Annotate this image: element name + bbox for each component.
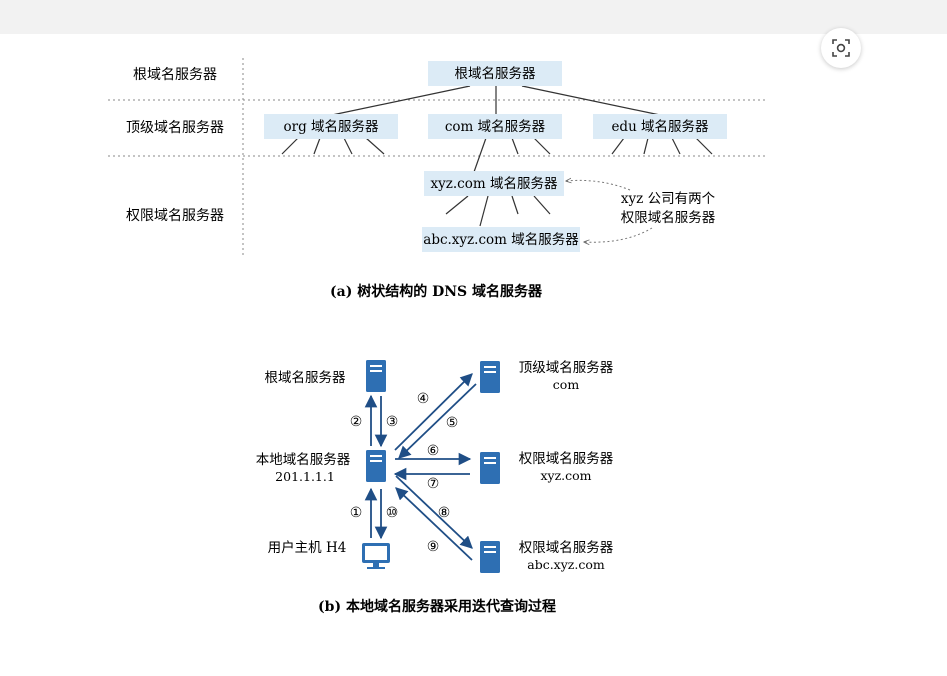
user-host-icon <box>362 543 390 569</box>
step-2: ② <box>350 414 363 430</box>
local-server-ip: 201.1.1.1 <box>275 469 335 484</box>
tree-connectors <box>281 85 713 227</box>
node-xyz <box>424 171 564 196</box>
auth-server-xyz-icon <box>480 452 500 484</box>
step-6: ⑥ <box>427 443 440 459</box>
tld-server-sub: com <box>553 377 580 392</box>
auth-server-abc-sub: abc.xyz.com <box>527 557 605 572</box>
row-label-auth: 权限域名服务器 <box>126 208 224 224</box>
lens-icon <box>832 39 850 57</box>
arrow-5 <box>398 383 477 459</box>
note-line2: 权限域名服务器 <box>621 209 716 226</box>
node-org-label: org 域名服务器 <box>283 119 379 135</box>
root-server-icon <box>366 360 386 392</box>
node-root <box>428 61 562 86</box>
step-5: ⑤ <box>446 415 459 431</box>
lens-search-button[interactable] <box>821 28 861 68</box>
local-server-icon <box>366 450 386 482</box>
tree-diagram: 根域名服务器 顶级域名服务器 权限域名服务器 根域名服务器 <box>108 58 765 300</box>
local-server-label: 本地域名服务器 <box>256 452 351 468</box>
auth-server-xyz-sub: xyz.com <box>540 468 591 483</box>
node-edu <box>593 114 727 139</box>
step-8: ⑧ <box>438 505 451 521</box>
arrow-8 <box>395 475 473 549</box>
tld-server-label: 顶级域名服务器 <box>519 360 614 376</box>
query-arrows <box>364 373 477 561</box>
auth-server-abc-icon <box>480 541 500 573</box>
step-7: ⑦ <box>427 476 440 492</box>
row-label-root: 根域名服务器 <box>133 67 217 83</box>
node-root-label: 根域名服务器 <box>455 66 536 82</box>
step-1: ① <box>350 505 363 521</box>
node-xyz-label: xyz.com 域名服务器 <box>431 176 558 192</box>
note-arrow-xyz <box>566 180 631 191</box>
iterative-diagram: 根域名服务器 本地域名服务器 201.1.1.1 用户主机 H4 顶级域名服务器… <box>256 360 614 615</box>
top-bar <box>0 0 947 34</box>
step-10: ⑩ <box>386 505 399 521</box>
caption-b: (b) 本地域名服务器采用迭代查询过程 <box>318 598 556 615</box>
auth-server-xyz-label: 权限域名服务器 <box>519 450 614 467</box>
step-9: ⑨ <box>427 539 440 555</box>
node-com-label: com 域名服务器 <box>445 119 546 135</box>
node-abc <box>422 227 580 252</box>
root-server-label: 根域名服务器 <box>265 370 346 386</box>
auth-server-abc-label: 权限域名服务器 <box>519 539 614 556</box>
node-abc-label: abc.xyz.com 域名服务器 <box>423 232 579 248</box>
step-3: ③ <box>386 414 399 430</box>
arrow-4 <box>394 373 473 451</box>
step-4: ④ <box>417 391 430 407</box>
arrow-9 <box>395 487 473 561</box>
tld-server-icon <box>480 361 500 393</box>
node-com <box>428 114 562 139</box>
note-arrow-abc <box>584 227 653 242</box>
node-org <box>264 114 398 139</box>
user-host-label: 用户主机 H4 <box>268 539 347 556</box>
node-edu-label: edu 域名服务器 <box>611 119 709 135</box>
caption-a: (a) 树状结构的 DNS 域名服务器 <box>330 283 543 300</box>
note-line1: xyz 公司有两个 <box>621 191 716 207</box>
row-label-tld: 顶级域名服务器 <box>126 120 224 136</box>
